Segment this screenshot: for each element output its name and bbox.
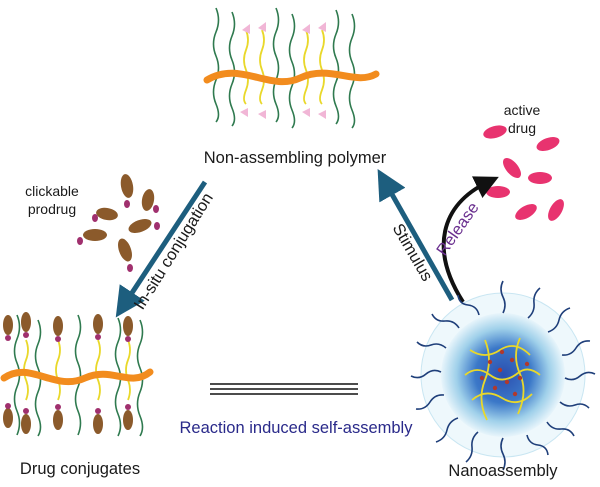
clickable-prodrug-graphic bbox=[77, 174, 160, 272]
label-non-assembling-polymer: Non-assembling polymer bbox=[204, 149, 387, 167]
label-active: active bbox=[504, 102, 541, 118]
top-polymer-graphic bbox=[203, 7, 380, 129]
label-prodrug: prodrug bbox=[28, 201, 76, 217]
drug-conjugates-graphic bbox=[0, 312, 154, 437]
label-drug-conjugates: Drug conjugates bbox=[20, 460, 140, 478]
label-clickable: clickable bbox=[25, 183, 79, 199]
nanoassembly-graphic bbox=[410, 280, 596, 471]
equilibrium-lines bbox=[210, 383, 358, 395]
label-nanoassembly: Nanoassembly bbox=[448, 462, 558, 480]
arrow-release bbox=[441, 176, 499, 304]
arrow-in-situ-conjugation bbox=[115, 180, 208, 318]
label-release: Release bbox=[433, 199, 482, 259]
active-drug-graphic bbox=[483, 125, 564, 221]
label-drug: drug bbox=[508, 120, 536, 136]
label-reaction-induced-self-assembly: Reaction induced self-assembly bbox=[180, 419, 414, 437]
arrow-stimulus bbox=[377, 168, 455, 302]
